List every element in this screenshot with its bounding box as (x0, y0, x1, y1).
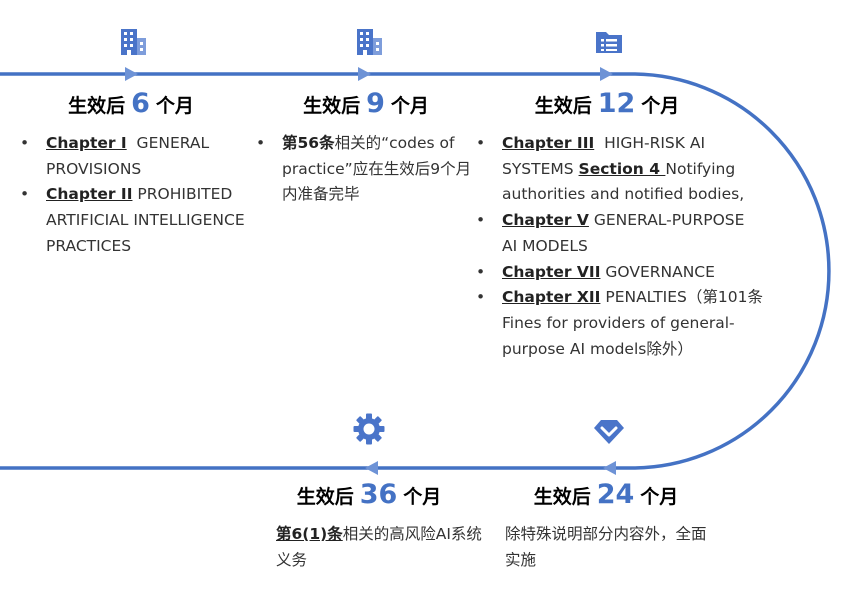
milestone-12-list: Chapter III HIGH-RISK AI SYSTEMS Section… (476, 131, 764, 362)
list-item: Chapter VII GOVERNANCE (476, 260, 764, 286)
month-number: 12 (597, 88, 636, 119)
milestone-24-text: 除特殊说明部分内容外，全面实施 (505, 525, 707, 569)
section-title: Notifying authorities and notified bodie… (502, 159, 745, 204)
chapter-link: Chapter V (502, 211, 589, 230)
milestone-6-list: Chapter I GENERAL PROVISIONS Chapter II … (20, 131, 251, 260)
timeline-line (0, 72, 831, 470)
chapter-title: HIGH-RISK AI SYSTEMS (502, 134, 710, 178)
article-reference: 第56条 (282, 134, 335, 152)
title-prefix: 生效后 (534, 95, 592, 117)
title-suffix: 个月 (640, 486, 679, 508)
folder-list-icon (592, 25, 626, 59)
item-text: 相关的“codes of practice”应在生效后9个月内准备完毕 (282, 134, 472, 204)
article-reference: 第6(1)条 (276, 525, 343, 543)
month-number: 9 (366, 88, 385, 119)
building-icon (352, 25, 386, 59)
arrow-right-marker (125, 67, 138, 81)
arrow-left-marker (603, 461, 616, 475)
title-prefix: 生效后 (533, 486, 591, 508)
title-prefix: 生效后 (303, 95, 361, 117)
chapter-link: Chapter VII (502, 262, 601, 281)
milestone-9-list: 第56条相关的“codes of practice”应在生效后9个月内准备完毕 (256, 131, 478, 208)
chapter-title: GENERAL-PURPOSE AI MODELS (502, 211, 750, 255)
chapter-link: Chapter I (46, 134, 127, 152)
chapter-link: Chapter II (46, 185, 133, 204)
diamond-chevron-icon (592, 414, 626, 448)
title-suffix: 个月 (403, 486, 442, 508)
title-prefix: 生效后 (296, 486, 354, 508)
month-number: 24 (596, 479, 635, 510)
chapter-title: PENALTIES（第101条 Fines for providers of g… (502, 288, 768, 358)
title-suffix: 个月 (641, 95, 680, 117)
arrow-left-marker (365, 461, 378, 475)
title-suffix: 个月 (155, 95, 194, 117)
chapter-link: Chapter III (502, 134, 595, 152)
chapter-title: GOVERNANCE (600, 262, 715, 281)
title-suffix: 个月 (390, 95, 429, 117)
chapter-title: PROHIBITED ARTIFICIAL INTELLIGENCE PRACT… (46, 185, 250, 255)
list-item: Chapter I GENERAL PROVISIONS (20, 131, 251, 182)
list-item: Chapter II PROHIBITED ARTIFICIAL INTELLI… (20, 182, 251, 259)
list-item: 第56条相关的“codes of practice”应在生效后9个月内准备完毕 (256, 131, 478, 208)
milestone-36-text: 第6(1)条相关的高风险AI系统义务 (276, 522, 486, 573)
list-item: Chapter V GENERAL-PURPOSE AI MODELS (476, 208, 764, 259)
title-prefix: 生效后 (68, 95, 126, 117)
chapter-title: GENERAL PROVISIONS (46, 134, 215, 178)
chapter-link: Chapter XII (502, 288, 601, 307)
building-icon (116, 25, 150, 59)
gear-icon (352, 412, 386, 446)
arrow-right-marker (358, 67, 371, 81)
month-number: 6 (131, 88, 150, 119)
month-number: 36 (359, 479, 398, 510)
list-item: Chapter XII PENALTIES（第101条 Fines for pr… (476, 285, 764, 362)
arrow-right-marker (600, 67, 613, 81)
section-link: Section 4 (578, 159, 666, 178)
list-item: Chapter III HIGH-RISK AI SYSTEMS Section… (476, 131, 764, 208)
item-text: 相关的高风险AI系统义务 (276, 525, 482, 569)
